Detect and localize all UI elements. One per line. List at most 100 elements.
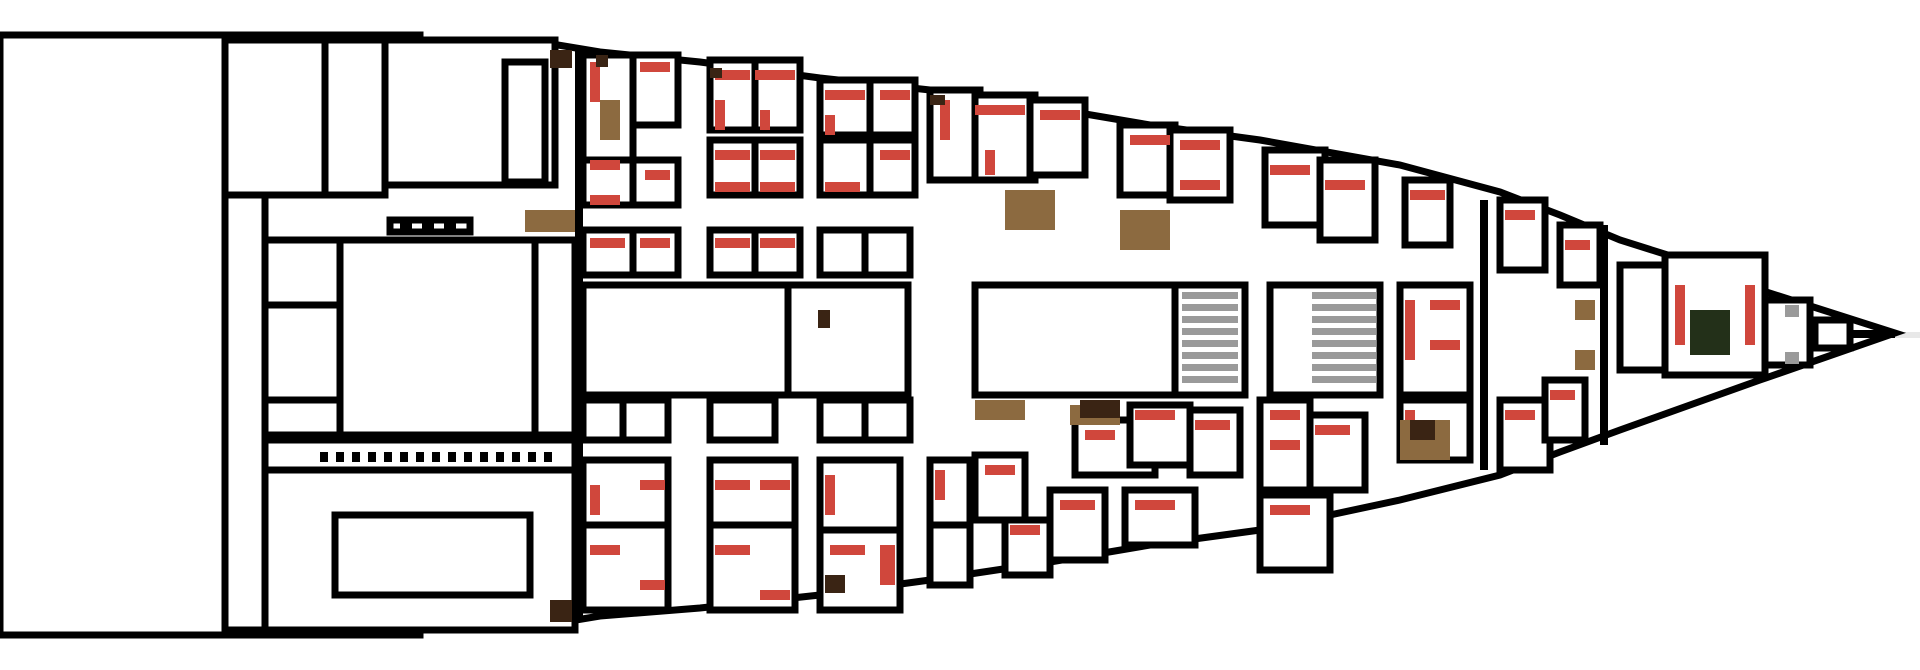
crew-bunk [755, 70, 795, 80]
stair-grate [1182, 292, 1238, 299]
crew-cabin [861, 396, 914, 444]
crew-bunk [985, 150, 995, 175]
aft-cabin-a [261, 236, 344, 309]
crew-bunk [760, 480, 790, 490]
forward-bay [1616, 261, 1669, 374]
deck-prop [825, 575, 845, 593]
crew-bunk [640, 238, 670, 248]
crew-bunk [830, 545, 865, 555]
vent-slot [528, 452, 536, 462]
sensor-pad [1785, 352, 1799, 364]
main-hall-right [784, 281, 912, 399]
crew-bunk [1130, 135, 1170, 145]
crew-bunk [715, 238, 750, 248]
vent-slot [544, 452, 552, 462]
cargo-crate [1120, 210, 1170, 250]
crew-cabin [1401, 176, 1454, 249]
sensor-pad [1785, 305, 1799, 317]
crew-bunk [1270, 165, 1310, 175]
crew-cabin [926, 521, 974, 589]
crew-bunk [1405, 300, 1415, 360]
cargo-crate [525, 210, 575, 232]
crew-cabin [866, 136, 919, 199]
cargo-crate [600, 100, 620, 140]
crew-bunk [590, 238, 625, 248]
forward-bulkhead [1480, 200, 1488, 470]
crew-bunk [1135, 410, 1175, 420]
crew-bunk [645, 170, 670, 180]
vent-slot [432, 452, 440, 462]
crew-bunk [590, 485, 600, 515]
crew-bunk [1085, 430, 1115, 440]
crew-bunk [590, 545, 620, 555]
crew-cabin [629, 226, 682, 279]
crew-bunk [1410, 190, 1445, 200]
nose-tip [1811, 316, 1854, 352]
stair-grate [1182, 352, 1238, 359]
crew-cabin [1556, 221, 1604, 289]
crew-bunk [760, 110, 770, 130]
nose-probe [1850, 330, 1895, 338]
deck-prop [550, 600, 572, 622]
vent-slot [496, 452, 504, 462]
crew-bunk [1550, 390, 1575, 400]
crew-bunk [590, 195, 620, 205]
forward-bulkhead [1600, 225, 1608, 445]
deck-prop [710, 68, 722, 78]
crew-bunk [1270, 440, 1300, 450]
crew-bunk [825, 182, 860, 192]
aft-room-upper-1 [221, 36, 329, 199]
crew-bunk [880, 90, 910, 100]
aft-corridor-spine [221, 191, 269, 634]
stair-grate [1312, 292, 1376, 299]
crew-cabin [861, 226, 914, 279]
crew-bunk [590, 62, 600, 102]
stair-grate [1182, 304, 1238, 311]
bridge-console [1745, 285, 1755, 345]
crew-bunk [825, 115, 835, 135]
crew-bunk [715, 150, 750, 160]
crew-cabin [1121, 486, 1199, 549]
stair-grate [1182, 340, 1238, 347]
crew-bunk [1430, 340, 1460, 350]
crew-bunk [760, 238, 795, 248]
crew-bunk [985, 465, 1015, 475]
crew-bunk [825, 475, 835, 515]
crew-bunk [1040, 110, 1080, 120]
bridge-console [1675, 285, 1685, 345]
cargo-crate [1005, 190, 1055, 230]
vent-slot [384, 452, 392, 462]
crew-bunk [640, 62, 670, 72]
crew-bunk [640, 580, 665, 590]
stair-grate [1182, 376, 1238, 383]
cargo-crate [1575, 300, 1595, 320]
crew-bunk [1315, 425, 1350, 435]
vent-slot [416, 452, 424, 462]
vent-slot [352, 452, 360, 462]
stair-grate [1312, 340, 1376, 347]
crew-bunk [1505, 210, 1535, 220]
crew-bunk [1180, 140, 1220, 150]
crew-cabin [579, 396, 627, 444]
crew-bunk [715, 545, 750, 555]
crew-cabin [619, 396, 672, 444]
crew-cabin [579, 226, 637, 279]
crew-cabin [816, 396, 869, 444]
aft-cabin-c [261, 396, 344, 439]
crew-bunk [1135, 500, 1175, 510]
stair-grate [1182, 364, 1238, 371]
crew-cabin [579, 521, 672, 614]
stair-grate [1312, 376, 1376, 383]
crew-bunk [940, 100, 950, 140]
hangar-pad [331, 511, 534, 599]
crew-bunk [640, 480, 665, 490]
stair-grate [1312, 304, 1376, 311]
crew-bunk [975, 105, 1025, 115]
crew-bunk [715, 70, 750, 80]
crew-cabin [1541, 376, 1589, 444]
crew-cabin [751, 226, 804, 279]
crew-bunk [825, 90, 865, 100]
deck-prop [930, 95, 945, 105]
